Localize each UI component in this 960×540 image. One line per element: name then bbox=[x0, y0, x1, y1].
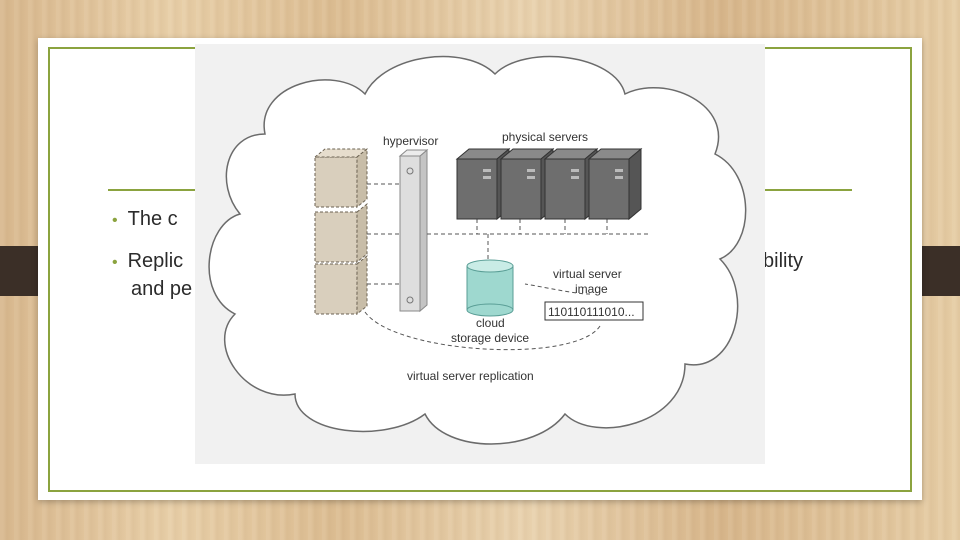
cloud-label-2: storage device bbox=[451, 331, 529, 345]
bullet-2-text: Replic bbox=[127, 250, 184, 272]
bullet-2: • Replic bbox=[112, 247, 183, 277]
bullet-1-text: The c bbox=[127, 208, 178, 230]
binary-label: 110110111010... bbox=[548, 305, 635, 319]
bullet-1: • The c bbox=[112, 205, 178, 235]
cloud-storage-device-icon bbox=[466, 259, 514, 317]
virtual-server-image-label-1: virtual server bbox=[553, 267, 622, 281]
physical-servers-label: physical servers bbox=[502, 130, 588, 144]
bullet-dot-icon: • bbox=[112, 212, 118, 229]
cloud-outline bbox=[208, 55, 747, 445]
bullet-2-continuation: and pe bbox=[131, 278, 193, 300]
physical-servers-icon bbox=[455, 147, 643, 221]
replication-label: virtual server replication bbox=[407, 369, 534, 383]
cloud-diagram-figure: hypervisor physical servers virtual serv… bbox=[195, 44, 765, 464]
virtual-server-image-label-2: image bbox=[575, 282, 608, 296]
cloud-diagram-svg: hypervisor physical servers virtual serv… bbox=[208, 55, 747, 445]
hypervisor-bar-icon bbox=[398, 148, 429, 313]
bullet-dot-icon: • bbox=[112, 254, 118, 271]
virtual-servers-stack-icon bbox=[313, 147, 369, 316]
cloud-label-1: cloud bbox=[476, 316, 505, 330]
hypervisor-label: hypervisor bbox=[383, 134, 438, 148]
binary-box bbox=[544, 301, 644, 321]
